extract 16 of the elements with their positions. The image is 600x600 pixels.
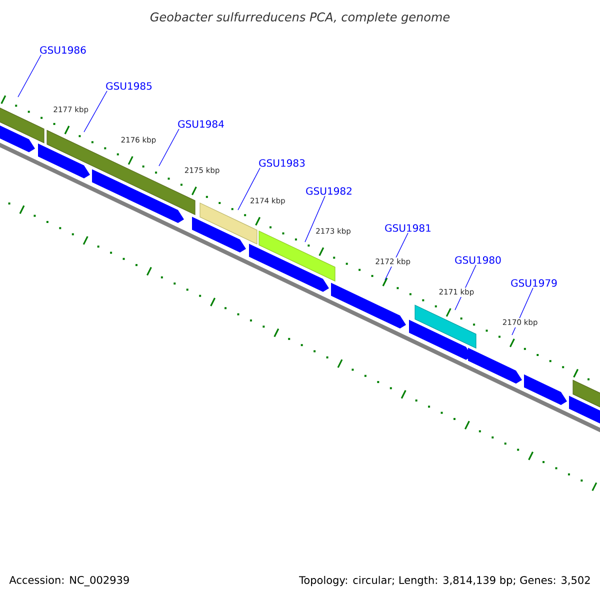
leader-line [238,168,260,210]
gene-label: GSU1984 [178,120,224,128]
gene-label: GSU1985 [106,82,152,90]
leader-line [84,90,108,132]
title: Geobacter sulfurreducens PCA, complete genome [150,12,450,24]
footer-text: Accession: NC_002939 [9,576,129,586]
gene-label: GSU1980 [455,256,501,264]
gene-label: GSU1983 [259,159,305,167]
leader-line [304,196,326,242]
leader-line [158,128,180,166]
footer-text: Topology: circular; Length: 3,814,139 bp; Genes: 3,502 [299,576,590,586]
leader-line [18,54,42,98]
gene-label: GSU1982 [306,187,352,195]
gene-label: GSU1981 [385,224,431,232]
gene-label: GSU1979 [511,279,557,287]
gene-label: GSU1986 [40,46,86,54]
